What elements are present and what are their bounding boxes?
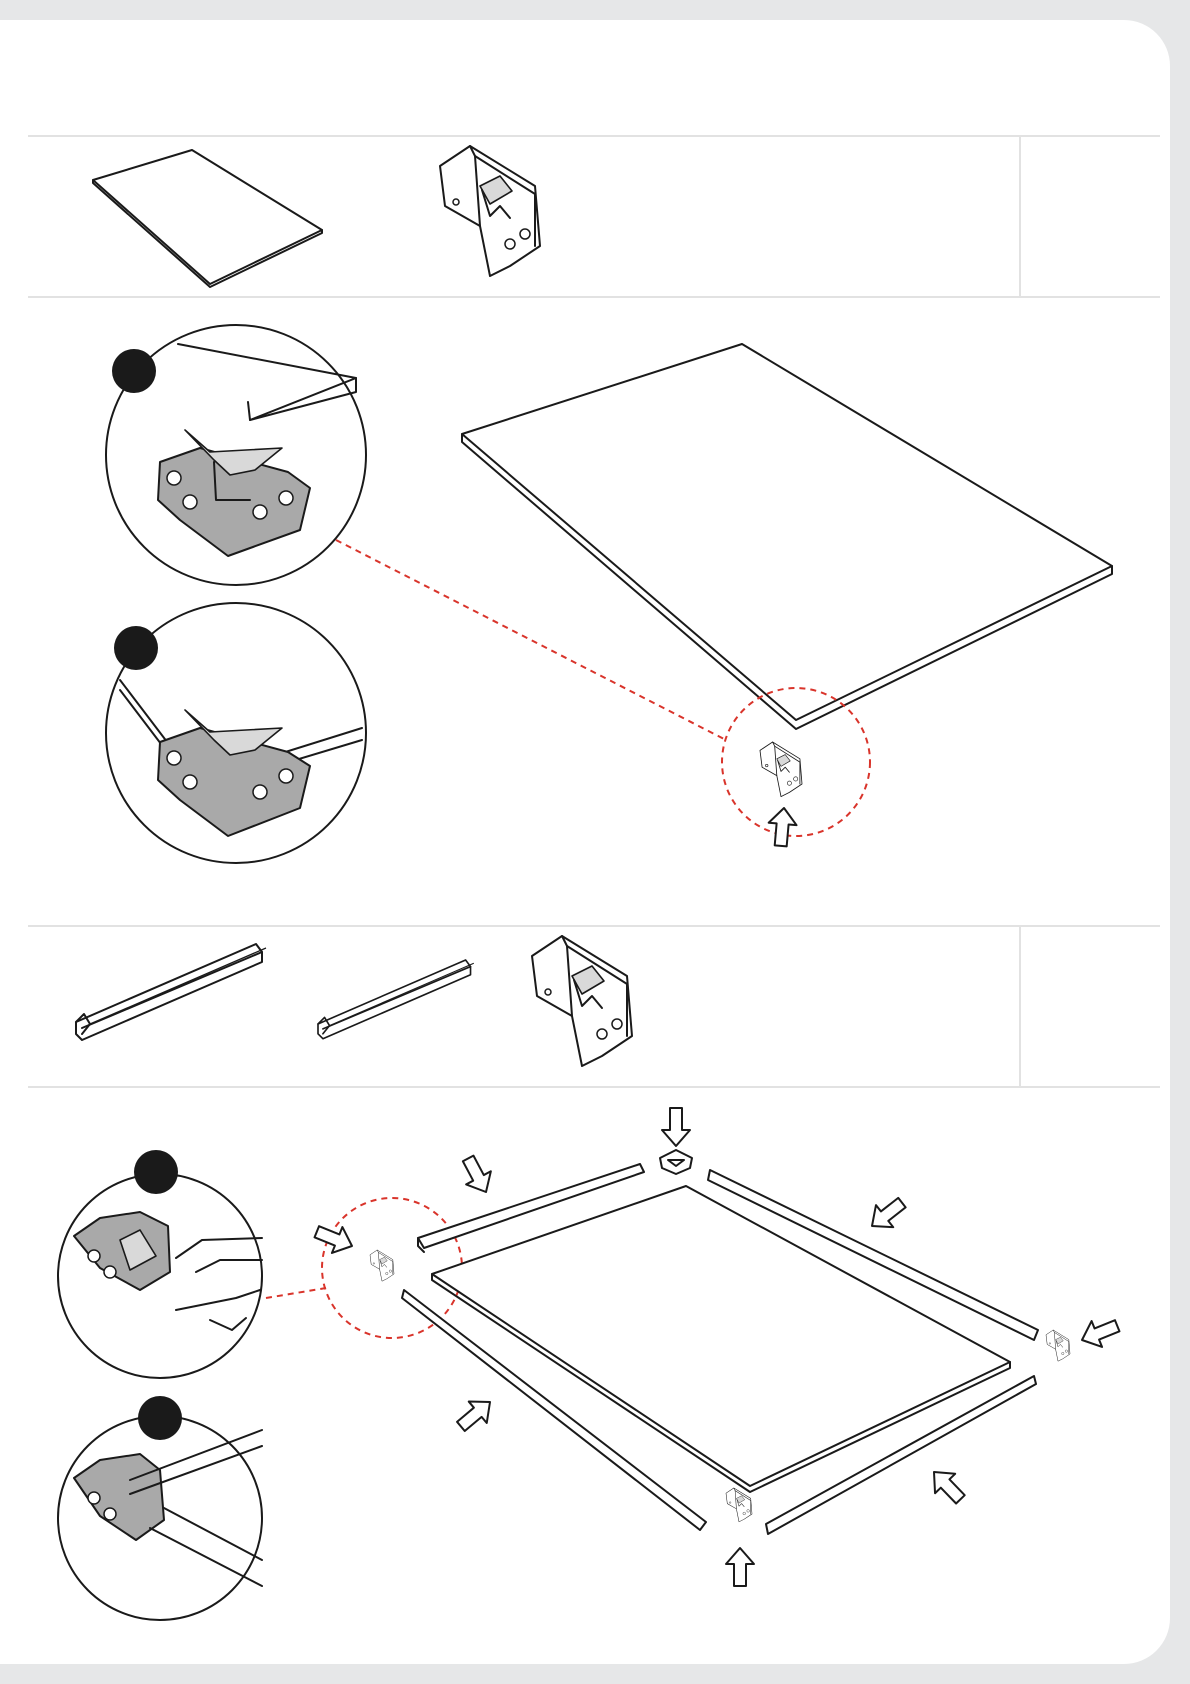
corner-connector-part-icon-2 <box>532 936 632 1066</box>
connector-left <box>370 1250 394 1281</box>
detail-circle-1a <box>106 325 366 585</box>
floor-panel-part-icon <box>93 150 322 287</box>
arrow-rail-top-left <box>456 1152 499 1199</box>
connector-right <box>1046 1330 1070 1361</box>
corner-connector-small <box>760 742 802 797</box>
corner-connector-part-icon <box>440 146 540 276</box>
parts-row-2 <box>28 926 1160 1087</box>
arrow-left-connector <box>312 1219 358 1259</box>
floor-panel-large <box>462 344 1112 729</box>
arrow-rail-top-right <box>863 1192 910 1237</box>
step-1 <box>106 325 1112 863</box>
long-rail-part-icon <box>76 944 266 1040</box>
step-2 <box>58 1108 1122 1620</box>
connector-bottom <box>726 1488 752 1522</box>
arrow-right-connector <box>1077 1313 1123 1353</box>
arrow-rail-bottom-left <box>452 1391 499 1437</box>
callout-line-2 <box>266 1288 326 1298</box>
detail-circle-1b <box>106 603 366 863</box>
detail-circle-2b <box>58 1396 262 1620</box>
short-rail-part-icon <box>318 960 474 1039</box>
detail-circle-2a <box>58 1150 262 1378</box>
arrow-bottom-connector <box>726 1548 754 1586</box>
parts-row-1 <box>28 136 1160 297</box>
insert-arrow-up-1 <box>767 807 798 847</box>
arrow-rail-bottom-right <box>924 1462 971 1509</box>
arrow-top-connector <box>662 1108 690 1146</box>
connector-top <box>660 1150 692 1174</box>
